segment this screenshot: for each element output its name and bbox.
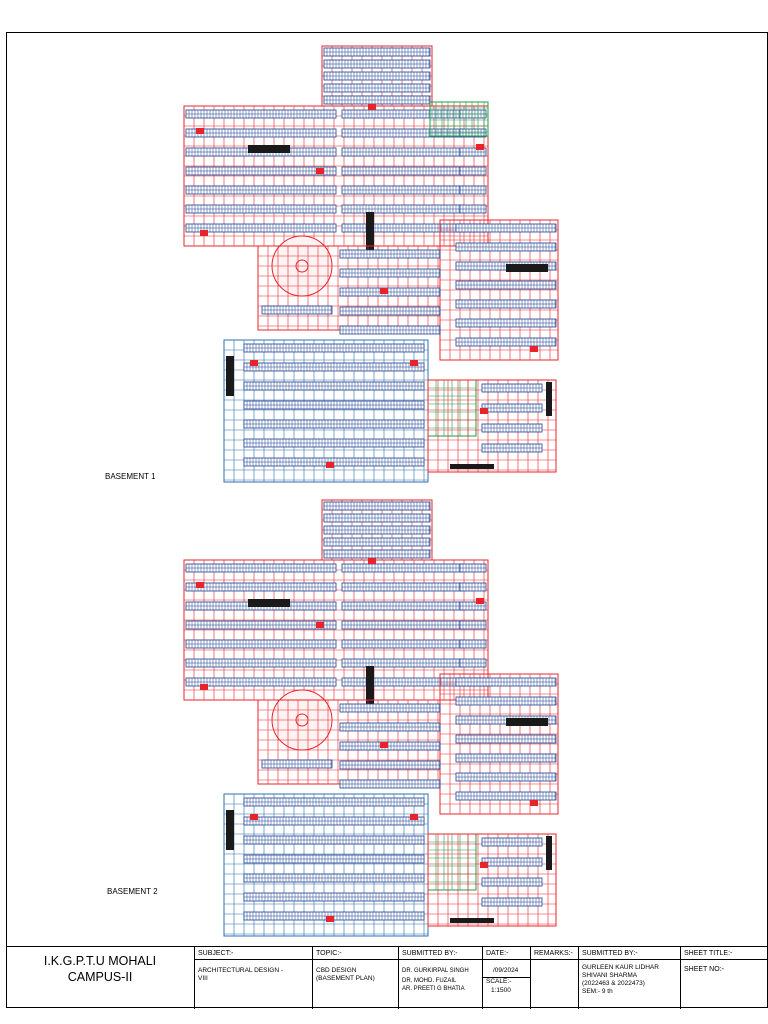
basement-2-label: BASEMENT 2: [107, 887, 158, 896]
basement-1-main-block-grid: [184, 106, 488, 246]
basement-2-ramp-1: [248, 599, 290, 607]
basement-2-core-7: [250, 814, 258, 820]
basement-1-green-area-grid: [430, 102, 488, 136]
basement-1-core-9: [326, 462, 334, 468]
basement-2-ramp-3: [506, 718, 548, 726]
basement-2-main-block-grid: [184, 560, 488, 700]
sheet-info-cell: SHEET TITLE:- SHEET NO:-: [680, 947, 768, 1009]
basement-2-core-3: [476, 598, 484, 604]
basement-1-core-6: [530, 346, 538, 352]
basement-2-core-2: [316, 622, 324, 628]
basement-2-core-5: [380, 742, 388, 748]
basement-1-bottom-right-zone: [427, 379, 557, 473]
basement-1-core-1: [368, 104, 376, 110]
basement-2-core-0: [196, 582, 204, 588]
basement-2-core-9: [326, 916, 334, 922]
submitted-by-cell: SUBMITTED BY:- GURLEEN KAUR LIDHAR SHIVA…: [578, 947, 680, 1009]
basement-1-ramp-5: [450, 464, 494, 469]
basement-2-ramp-5: [450, 918, 494, 923]
basement-2-ramp-2: [366, 666, 374, 706]
basement-1-core-0: [196, 128, 204, 134]
basement-2-core-4: [200, 684, 208, 690]
basement-2-ramp-6: [546, 836, 552, 870]
title-block: I.K.G.P.T.U MOHALI CAMPUS-II SUBJECT:- A…: [6, 946, 768, 1009]
basement-1-ramp-4: [226, 356, 234, 396]
basement-1-ramp-2: [366, 212, 374, 252]
basement-2-ramp-4: [226, 810, 234, 850]
basement-1-core-5: [380, 288, 388, 294]
basement-1-core-10: [480, 408, 488, 414]
basement-1-ramp-1: [248, 145, 290, 153]
basement-1-core-2: [316, 168, 324, 174]
remarks-cell: REMARKS:-: [530, 947, 578, 1009]
basement-2-core-10: [480, 862, 488, 868]
basement-2-green-zone-grid: [428, 834, 476, 890]
basement-2-core-1: [368, 558, 376, 564]
basement-2-core-6: [530, 800, 538, 806]
basement-1-label: BASEMENT 1: [105, 472, 156, 481]
basement-2-core-8: [410, 814, 418, 820]
basement-2-bottom-right-zone: [427, 833, 557, 927]
basement-1-core-7: [250, 360, 258, 366]
basement-1-green-area: [429, 101, 489, 137]
subject-cell: SUBJECT:- ARCHITECTURAL DESIGN - VIII: [194, 947, 312, 1009]
basement-1-ramp-3: [506, 264, 548, 272]
basement-1-ramp-6: [546, 382, 552, 416]
basement-1-core-8: [410, 360, 418, 366]
basement-1-core-4: [200, 230, 208, 236]
university-name: I.K.G.P.T.U MOHALI CAMPUS-II: [43, 954, 157, 984]
basement-1-core-3: [476, 144, 484, 150]
date-scale-cell: DATE:- /09/2024 SCALE:- 1:1500: [482, 947, 531, 1009]
submitted-to-cell: SUBMITTED BY:- DR. GURKIRPAL SINGH DR. M…: [398, 947, 482, 1009]
basement-1-green-zone-grid: [428, 380, 476, 436]
topic-cell: TOPIC:- CBD DESIGN (BASEMENT PLAN): [312, 947, 398, 1009]
